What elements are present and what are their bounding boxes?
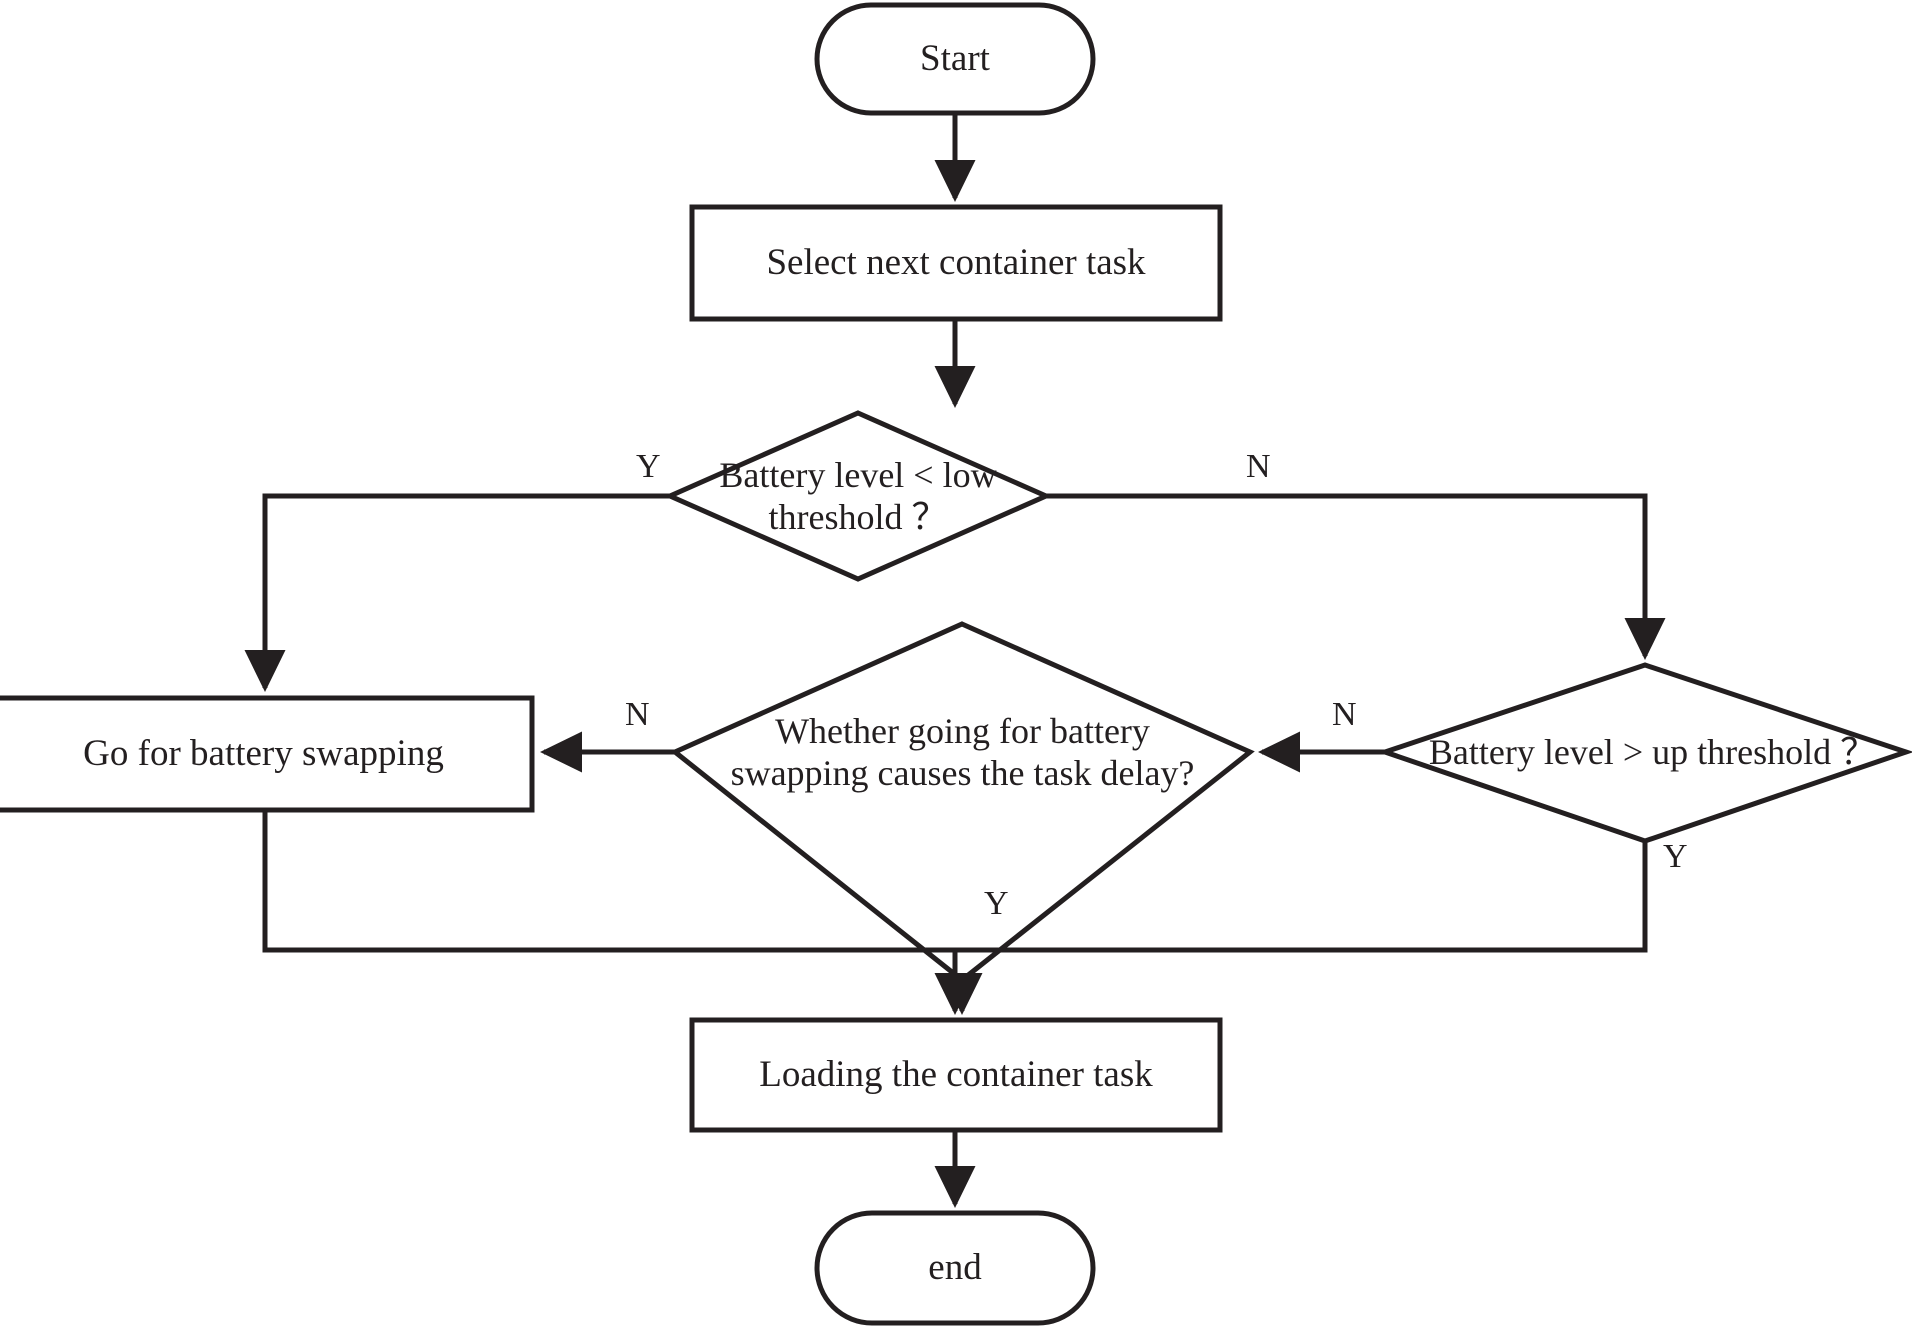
edge-go-swap-to-merge — [262, 810, 955, 953]
node-select-task-shape[interactable] — [689, 204, 1223, 322]
node-end-shape[interactable] — [814, 1210, 1096, 1326]
node-loading-shape[interactable] — [689, 1017, 1223, 1133]
node-go-swap-shape[interactable] — [0, 695, 535, 813]
node-low-threshold-shape[interactable] — [663, 410, 1053, 582]
edge-low-yes-to-go-swap — [244, 493, 670, 693]
node-delay-check-shape[interactable] — [670, 621, 1255, 984]
node-start-shape[interactable] — [814, 2, 1096, 116]
edge-up-yes-to-merge — [955, 841, 1648, 953]
node-up-threshold-shape[interactable] — [1377, 662, 1912, 844]
edge-low-no-to-up-threshold — [1046, 493, 1666, 661]
